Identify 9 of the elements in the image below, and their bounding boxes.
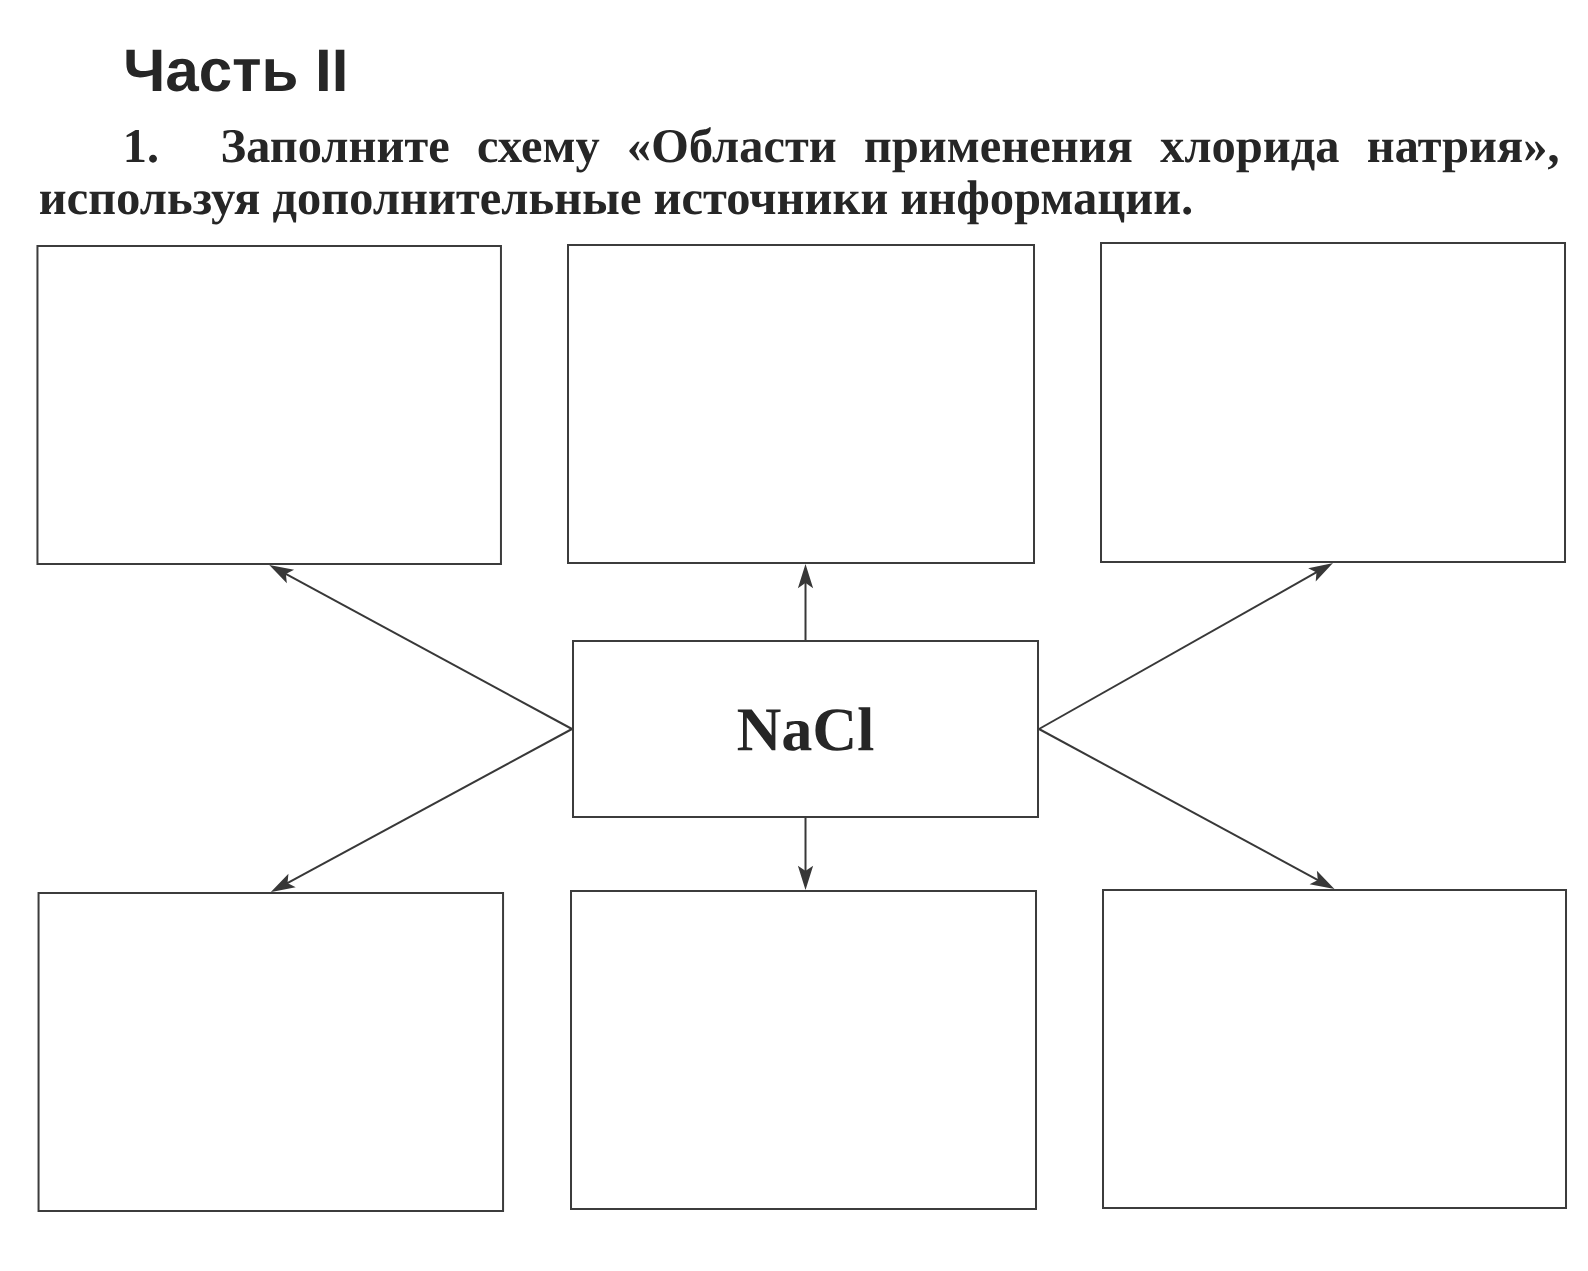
part-heading: Часть II xyxy=(126,49,345,92)
answer-box xyxy=(567,244,1035,564)
formula-box: NaCl xyxy=(572,640,1039,818)
answer-box xyxy=(1102,889,1567,1209)
task-text: 1. Заполните схему «Области применения хлорида натрия», используя дополнительные источники информации. xyxy=(40,127,1558,225)
answer-box xyxy=(570,890,1037,1210)
answer-box xyxy=(1100,242,1566,563)
answer-box xyxy=(37,892,505,1212)
answer-box xyxy=(36,245,502,565)
